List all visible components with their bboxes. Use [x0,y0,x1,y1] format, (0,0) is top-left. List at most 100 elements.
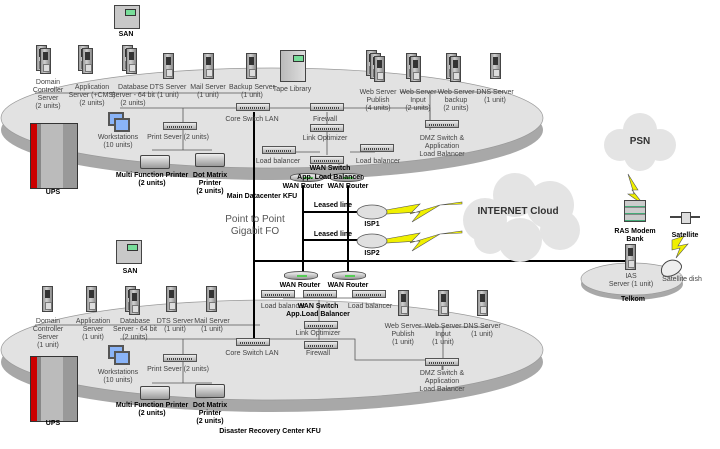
server-icon[interactable] [126,48,137,74]
server-icon[interactable] [42,286,53,312]
point-to-point-label: Point to Point Gigabit FO [225,214,285,237]
multifunction-printer-label: Multi Function Printer (2 units) [115,172,189,187]
lightning-links [385,173,689,259]
san-label: SAN [118,31,134,38]
telkom-site-title: Telkom [621,296,645,303]
firewall-icon[interactable] [310,103,344,111]
server-icon[interactable] [398,290,409,316]
server-icon[interactable] [86,286,97,312]
application-server-label: Application Server (1 unit) [75,318,111,341]
load-balancer-label: Load balancer [255,158,301,165]
server-icon[interactable] [450,56,461,82]
modem-bank-icon[interactable] [624,200,646,222]
web-server-publish-label: Web Server Publish (4 units) [359,89,397,112]
server-icon[interactable] [203,53,214,79]
wan-switch-icon[interactable] [310,156,344,164]
server-icon[interactable] [438,290,449,316]
server-icon[interactable] [82,48,93,74]
firewall-label: Firewall [312,116,338,123]
server-icon[interactable] [129,289,140,315]
firewall-label: Firewall [305,350,331,357]
ias-server-icon[interactable] [625,244,636,270]
server-icon[interactable] [206,286,217,312]
link-optimizer-icon[interactable] [310,124,344,132]
link-optimizer-label: Link Optimizer [295,330,341,337]
web-server-backup-label: Web Server backup (2 units) [437,89,475,112]
server-icon[interactable] [40,48,51,74]
load-balancer-icon[interactable] [352,290,386,298]
isp1-label: ISP1 [364,221,380,228]
isp2-label: ISP2 [364,250,380,257]
server-icon[interactable] [410,56,421,82]
psn-label: PSN [629,136,651,147]
print-server-icon[interactable] [163,354,197,362]
leased-line-label: Leased line [313,231,353,238]
dmz-switch-icon[interactable] [425,358,459,366]
multifunction-printer-icon[interactable] [140,155,170,169]
dts-server-label: DTS Server (1 unit) [156,318,194,333]
load-balancer-icon[interactable] [262,146,296,154]
wan-router-icon[interactable] [290,173,324,182]
core-switch-icon[interactable] [236,103,270,111]
tape-library-icon[interactable] [280,50,306,82]
backbone-links [253,112,625,338]
load-balancer-icon[interactable] [261,290,295,298]
link-optimizer-icon[interactable] [304,321,338,329]
wan-router-icon[interactable] [284,271,318,280]
print-server-label: Print Sever (2 units) [147,366,209,373]
wan-router-icon[interactable] [332,271,366,280]
dot-matrix-printer-icon[interactable] [195,384,225,398]
dot-matrix-printer-icon[interactable] [195,153,225,167]
ups-icon[interactable] [30,356,78,422]
satellite-dish-label: Satellite dish [662,276,702,283]
wan-router-label: WAN Router [327,282,369,289]
wan-router-icon[interactable] [330,173,364,182]
multifunction-printer-icon[interactable] [140,386,170,400]
satellite-icon[interactable] [670,212,700,224]
web-server-input-label: Web Server Input (1 unit) [424,323,462,346]
load-balancer-label: Load balancer [260,303,306,310]
server-icon[interactable] [246,53,257,79]
dns-server-label: DNS Server (1 unit) [463,323,501,338]
ups-label: UPS [45,420,61,427]
core-switch-label: Core Switch LAN [225,350,279,357]
workstation-icon[interactable] [114,351,130,365]
san-label: SAN [122,268,138,275]
web-server-publish-label: Web Server Publish (1 unit) [384,323,422,346]
load-balancer-label: Load balancer [355,158,401,165]
application-server-label: Application Server (+CMS) (2 units) [68,84,116,107]
multifunction-printer-label: Multi Function Printer (2 units) [115,402,189,417]
wan-switch-label: WAN Switch [297,303,339,310]
core-switch-icon[interactable] [236,338,270,346]
internet-cloud [463,173,580,262]
domain-controller-label: Domain Controller Server (2 units) [32,79,64,110]
workstation-icon[interactable] [114,118,130,132]
san-icon[interactable] [116,240,142,264]
wan-switch-icon[interactable] [303,290,337,298]
app-load-balancer-label: App.Load Balancer [286,311,350,318]
print-server-icon[interactable] [163,122,197,130]
ias-server-label: IAS Server (1 unit) [608,273,654,288]
print-server-label: Print Sever (2 units) [147,134,209,141]
dmz-switch-label: DMZ Switch & Application Load Balancer [419,370,465,393]
server-icon[interactable] [490,53,501,79]
san-icon[interactable] [114,5,140,29]
server-icon[interactable] [166,286,177,312]
firewall-icon[interactable] [304,341,338,349]
wan-router-label: WAN Router [282,183,324,190]
load-balancer-label: Load balancer [347,303,393,310]
dmz-switch-icon[interactable] [425,120,459,128]
domain-controller-label: Domain Controller Server (1 unit) [32,318,64,349]
dot-matrix-printer-label: Dot Matrix Printer (2 units) [192,402,228,425]
server-icon[interactable] [477,290,488,316]
ups-icon[interactable] [30,123,78,189]
tape-library-label: Tape Library [272,86,312,93]
server-icon[interactable] [374,56,385,82]
wan-router-label: WAN Router [279,282,321,289]
telkom-platform [580,262,684,300]
leased-line-label: Leased line [313,202,353,209]
load-balancer-icon[interactable] [360,144,394,152]
server-icon[interactable] [163,53,174,79]
